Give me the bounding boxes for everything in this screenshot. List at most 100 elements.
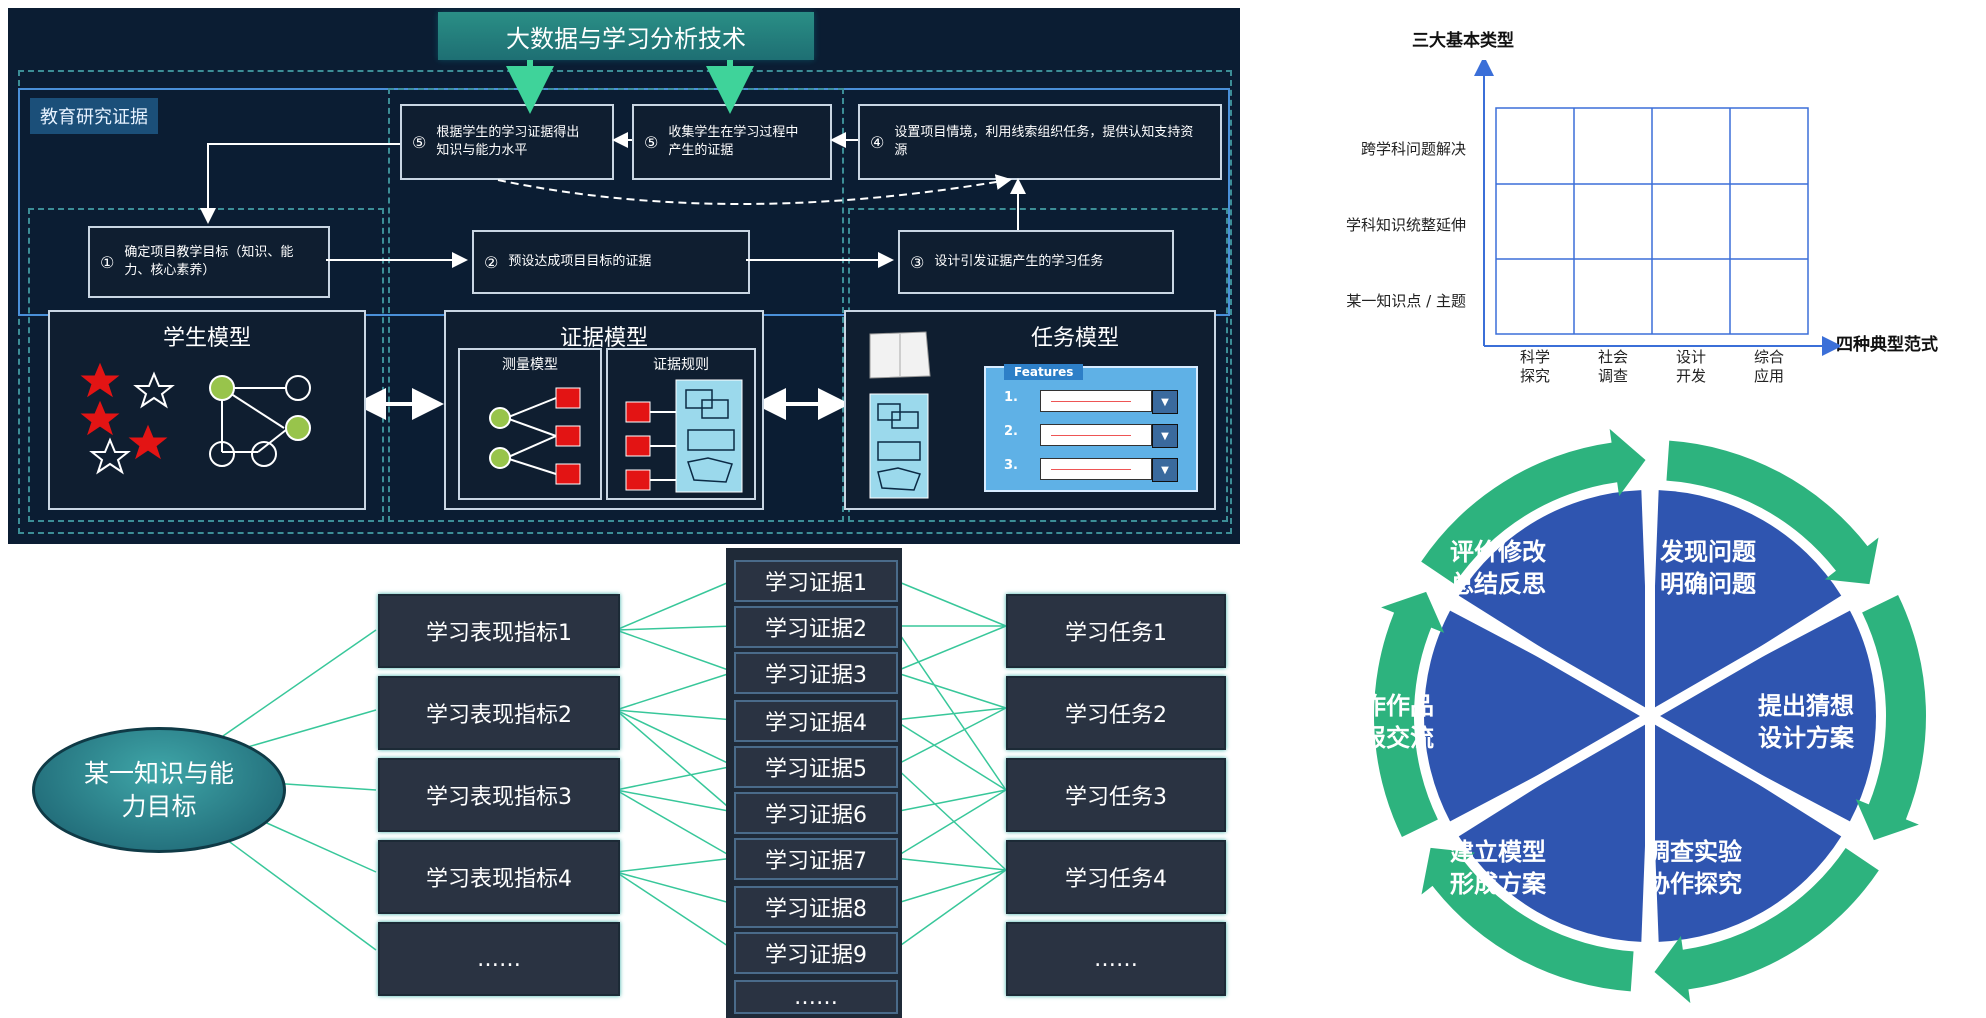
step-number: ④ (870, 132, 885, 152)
cycle-divider (1450, 597, 1653, 721)
cycle-label-line2: 设计方案 (1758, 724, 1854, 752)
step4-context-box: ④ 设置项目情境，利用线索组织任务，提供认知支持资源 (858, 104, 1222, 180)
cycle-label-line1: 提出猜想 (1758, 692, 1854, 720)
feature-row: 2. ▼ (1004, 424, 1184, 448)
dropdown-arrow-icon[interactable]: ▼ (1152, 458, 1178, 482)
cycle-divider (1450, 711, 1653, 835)
evidence-box: 学习证据9 (734, 932, 898, 974)
evidence-rules-title: 证据规则 (653, 357, 709, 373)
panel-title: 大数据与学习分析技术 (438, 12, 814, 60)
cycle-label-create: 创作作品汇报交流 (1296, 690, 1476, 754)
cycle-segment (1650, 716, 1842, 942)
feature-row: 3. ▼ (1004, 458, 1184, 482)
cycle-label-line1: 调查实验 (1646, 838, 1742, 866)
evidence-box: 学习证据6 (734, 792, 898, 834)
evidence-rules-box: 证据规则 (606, 348, 756, 500)
goal-label: 某一知识与能力目标 (84, 759, 235, 821)
grid-col-label-line1: 综合 (1753, 348, 1784, 366)
grid-col-label: 科学探究 (1505, 348, 1565, 386)
cycle-wheel (1374, 428, 1926, 1004)
cycle-ring-arrow (1421, 847, 1634, 992)
student-model-title: 学生模型 (162, 326, 251, 351)
evidence-box: 学习证据3 (734, 652, 898, 694)
cycle-segment (1650, 610, 1876, 822)
measurement-graph (489, 387, 581, 485)
feature-select[interactable] (1040, 424, 1152, 446)
measurement-model-title: 测量模型 (502, 357, 558, 373)
grid-col-label-line1: 社会 (1597, 348, 1628, 366)
grid-col-label-line2: 应用 (1753, 367, 1784, 385)
evidence-box: 学习证据2 (734, 606, 898, 648)
evidence-framework-panel: 大数据与学习分析技术 教育研究证据 ⑤ 根据学生的学习证据得出知识与能力水平 ⑤… (8, 8, 1240, 544)
dropdown-arrow-icon[interactable]: ▼ (1152, 390, 1178, 414)
feature-row: 1. ▼ (1004, 390, 1184, 414)
feature-select[interactable] (1040, 458, 1152, 480)
cycle-divider (1647, 597, 1850, 721)
evidence-model-title: 证据模型 (559, 326, 648, 351)
dropdown-arrow-icon[interactable]: ▼ (1152, 424, 1178, 448)
evidence-box: …… (734, 980, 898, 1014)
step-text: 预设达成项目目标的证据 (508, 254, 652, 269)
step-number: ① (100, 252, 115, 272)
features-title: Features (1004, 364, 1084, 380)
cycle-segment (1650, 490, 1842, 716)
grid-col-label: 综合应用 (1739, 348, 1799, 386)
cycle-label-hypothesis: 提出猜想设计方案 (1716, 690, 1896, 754)
indicator-box: 学习表现指标3 (378, 758, 620, 832)
task-box: 学习任务3 (1006, 758, 1226, 832)
section-label: 教育研究证据 (30, 98, 158, 134)
features-widget: Features 1. ▼ 2. ▼ 3. ▼ (984, 364, 1198, 492)
knowledge-ability-goal: 某一知识与能力目标 (32, 727, 286, 853)
indicator-box: 学习表现指标4 (378, 840, 620, 914)
step5-collect-box: ⑤ 收集学生在学习过程中产生的证据 (632, 104, 832, 180)
evidence-model-box: 证据模型 测量模型 证据规则 (444, 310, 764, 510)
evidence-rules-graph (625, 379, 743, 493)
network-links (199, 579, 1007, 951)
feature-select[interactable] (1040, 390, 1152, 412)
cycle-segment (1424, 610, 1650, 822)
step-text: 收集学生在学习过程中产生的证据 (668, 125, 799, 158)
cycle-label-model: 建立模型形成方案 (1408, 836, 1588, 900)
step-text: 确定项目教学目标（知识、能力、核心素养） (124, 245, 294, 278)
cycle-label-line2: 协作探究 (1646, 870, 1742, 898)
evidence-box: 学习证据4 (734, 700, 898, 742)
step-text: 设计引发证据产生的学习任务 (934, 254, 1104, 269)
grid-col-label-line1: 设计 (1675, 348, 1706, 366)
grid-col-label-line1: 科学 (1519, 348, 1550, 366)
step2-evidence-box: ② 预设达成项目目标的证据 (472, 230, 750, 294)
grid-col-label-line2: 开发 (1675, 367, 1706, 385)
student-model-box: 学生模型 (48, 310, 366, 510)
grid-col-label-line2: 调查 (1597, 367, 1628, 385)
cycle-label-line1: 建立模型 (1450, 838, 1546, 866)
cycle-segment (1458, 490, 1650, 716)
cycle-ring-arrow (1374, 591, 1445, 837)
step-number: ⑤ (412, 132, 427, 152)
cycle-label-investigate: 调查实验协作探究 (1604, 836, 1784, 900)
grid-col-label: 社会调查 (1583, 348, 1643, 386)
cycle-ring-arrow (1855, 595, 1926, 841)
feature-row-number: 3. (1004, 458, 1018, 473)
grid-x-axis-title: 四种典型范式 (1836, 335, 1938, 355)
evidence-box: 学习证据7 (734, 838, 898, 880)
cycle-label-evaluate: 评价修改总结反思 (1408, 536, 1588, 600)
cycle-ring-arrow (1421, 428, 1646, 585)
flow-arrows (200, 60, 1026, 420)
indicator-box: 学习表现指标2 (378, 676, 620, 750)
measurement-model-box: 测量模型 (458, 348, 602, 500)
cycle-label-line2: 汇报交流 (1338, 724, 1434, 752)
middle-dashed-group (388, 88, 844, 522)
task-model-title: 任务模型 (1030, 326, 1119, 351)
cycle-segment (1458, 716, 1650, 942)
cycle-label-line2: 总结反思 (1450, 570, 1546, 598)
step-text: 根据学生的学习证据得出知识与能力水平 (436, 125, 580, 158)
step3-task-box: ③ 设计引发证据产生的学习任务 (898, 230, 1174, 294)
indicator-box: …… (378, 922, 620, 996)
step-number: ② (484, 252, 499, 272)
evidence-box: 学习证据8 (734, 886, 898, 928)
grid-col-label-line2: 探究 (1519, 367, 1550, 385)
cycle-label-line1: 评价修改 (1450, 538, 1546, 566)
feature-row-number: 2. (1004, 424, 1018, 439)
step5-conclude-box: ⑤ 根据学生的学习证据得出知识与能力水平 (400, 104, 614, 180)
feature-row-number: 1. (1004, 390, 1018, 405)
cycle-label-line2: 形成方案 (1450, 870, 1546, 898)
